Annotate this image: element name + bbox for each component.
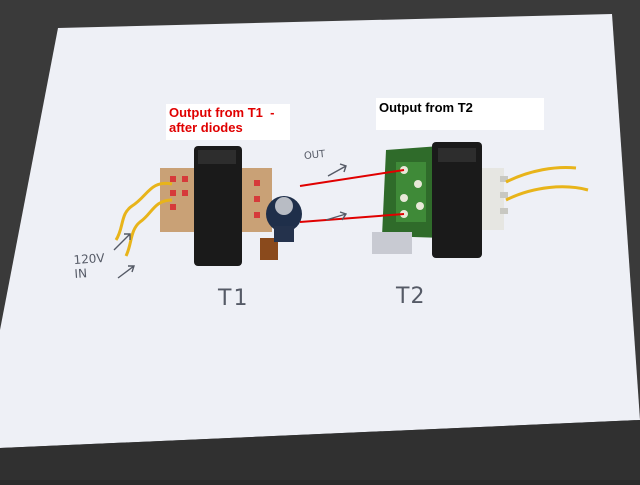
paper-sheet <box>0 14 640 448</box>
t2-handwritten-label: T2 <box>396 284 426 309</box>
input-handwritten-label: 120V IN <box>73 250 106 282</box>
t1-input-wire-1 <box>114 181 173 241</box>
transformer-t1 <box>160 146 302 266</box>
out-arrow-icon <box>327 163 347 177</box>
t1-input-wire-2 <box>124 198 173 257</box>
t2-wire-2 <box>505 185 589 202</box>
t2-bobbin <box>478 168 504 230</box>
measurement-line-bottom <box>299 213 405 223</box>
t2-wire-1 <box>505 166 577 184</box>
in-arrow-lower-icon <box>117 265 135 279</box>
t2-core <box>432 142 482 258</box>
t1-resistor <box>260 238 278 260</box>
out-handwritten-label: OUT <box>303 148 326 163</box>
t1-core <box>194 146 242 266</box>
measurement-line-top <box>299 169 405 187</box>
t1-handwritten-label: T1 <box>218 286 250 311</box>
carpet-bottom <box>0 420 640 480</box>
in-arrow-icon <box>113 233 131 251</box>
t2-output-annotation: Output from T2 <box>376 98 544 130</box>
out-arrow-lower-icon <box>325 211 348 221</box>
t1-output-annotation: Output from T1 - after diodes <box>166 104 290 140</box>
